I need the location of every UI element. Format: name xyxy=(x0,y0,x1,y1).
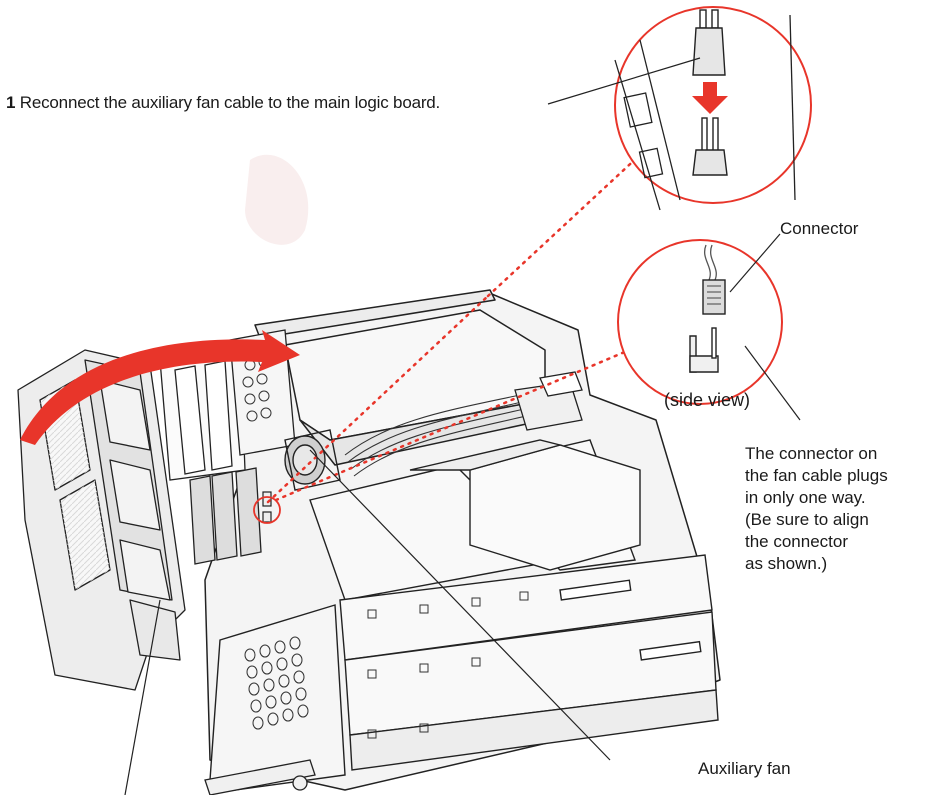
note-line: as shown.) xyxy=(745,554,828,573)
fan-connector-small xyxy=(262,491,272,523)
power-supply xyxy=(409,439,641,571)
zoom-circle-top xyxy=(614,6,812,211)
callout-target-ring xyxy=(253,496,281,524)
note-line: the connector xyxy=(745,532,849,551)
auxiliary-fan xyxy=(284,429,341,491)
step-text: Reconnect the auxiliary fan cable to the… xyxy=(19,93,441,112)
step-number: 1 xyxy=(6,93,16,112)
connector-label: Connector xyxy=(780,219,859,238)
zoom-circle-side xyxy=(617,239,783,405)
close-panel-arrow xyxy=(20,330,300,445)
side-view-label: (side view) xyxy=(664,390,751,410)
board-header xyxy=(692,117,728,176)
faint-shape xyxy=(245,154,309,245)
down-arrow xyxy=(692,82,728,114)
base-foot xyxy=(204,759,316,795)
cable-connector-block xyxy=(514,371,583,431)
wire-bundle xyxy=(344,394,527,477)
note-line: The connector on xyxy=(745,444,878,463)
leader-lines xyxy=(124,57,801,795)
connector-note: The connector on the fan cable plugs in … xyxy=(745,443,925,575)
side-cable xyxy=(704,244,717,283)
side-header-pin xyxy=(689,327,719,373)
io-panel xyxy=(209,604,346,791)
bay-screws xyxy=(367,591,529,739)
side-connector xyxy=(702,279,726,315)
step-instruction: 1 Reconnect the auxiliary fan cable to t… xyxy=(6,92,440,113)
note-line: (Be sure to align xyxy=(745,510,869,529)
note-line: in only one way. xyxy=(745,488,866,507)
note-line: the fan cable plugs xyxy=(745,466,888,485)
io-panel-holes xyxy=(244,636,309,730)
auxiliary-fan-label: Auxiliary fan xyxy=(698,759,791,778)
